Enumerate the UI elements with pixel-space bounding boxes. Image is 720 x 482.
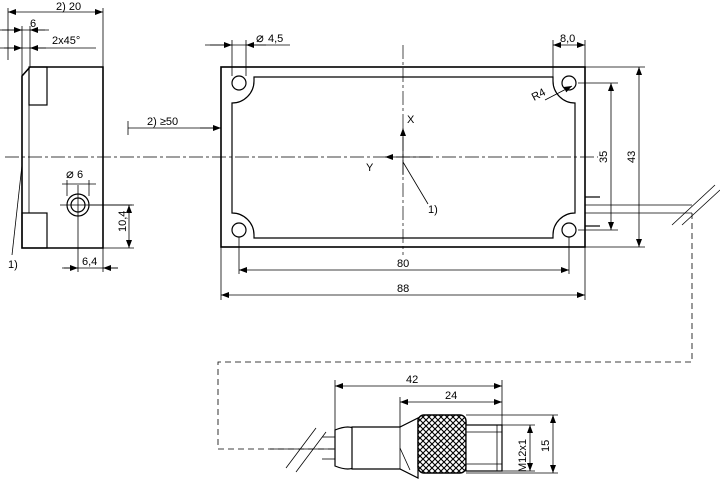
dim-r4-label: R4 xyxy=(530,86,548,103)
conn-body xyxy=(351,417,419,479)
cable-break-a xyxy=(671,184,716,226)
side-view: 2) 20 6 2x45° ⌀ 6 10,4 6,4 1) xyxy=(0,1,134,272)
dim-24-label: 24 xyxy=(445,390,457,402)
conn-knurl-bg xyxy=(417,414,467,474)
dim-8-0-label: 8,0 xyxy=(560,33,575,45)
conn-break-b xyxy=(295,431,327,473)
side-note-label: 1) xyxy=(8,259,18,271)
conn-thread xyxy=(465,424,503,472)
diameter-symbol-top: ⌀ xyxy=(256,30,264,45)
side-top-recess xyxy=(28,66,48,106)
top-body-inner xyxy=(231,76,576,239)
dim-15-label: 15 xyxy=(540,440,552,452)
conn-body-taper-b xyxy=(399,447,411,471)
cable-break-b xyxy=(681,189,720,226)
dim-6-4-label: 6,4 xyxy=(82,256,97,268)
dim-35-label: 35 xyxy=(598,151,610,163)
cable-connection-dashed xyxy=(217,213,693,450)
dim-10-4-label: 10,4 xyxy=(117,211,129,232)
top-note-leader xyxy=(402,161,429,205)
dim-42-label: 42 xyxy=(406,374,418,386)
dim-80-label: 80 xyxy=(397,258,409,270)
side-body-outline xyxy=(21,66,104,249)
dim-m12-label: M12x1 xyxy=(517,439,529,472)
top-hole-bl xyxy=(231,222,247,238)
top-hole-br xyxy=(561,222,577,238)
side-note-leader xyxy=(11,164,23,256)
dim-6-label: 6 xyxy=(30,18,36,30)
connector-view: 42 24 M12x1 15 xyxy=(270,374,558,479)
dim-r4-leader xyxy=(544,85,573,101)
top-note-label: 1) xyxy=(428,204,438,216)
side-bottom-recess xyxy=(21,212,48,249)
axis-x-label: X xyxy=(407,114,415,126)
diameter-symbol-side: ⌀ xyxy=(66,166,74,181)
conn-break-a xyxy=(285,427,317,469)
axis-y-label: Y xyxy=(366,162,374,174)
dim-chamfer-label: 2x45° xyxy=(52,35,80,47)
top-hole-tl xyxy=(231,75,247,91)
dim-20-label: 2) 20 xyxy=(56,1,81,13)
dim-50-label: 2) ≥50 xyxy=(147,116,178,128)
top-view: X Y 1) ⌀ 4,5 8,0 R4 2) ≥50 35 xyxy=(127,30,720,300)
dim-hole6-label: 6 xyxy=(77,169,83,181)
dim-4-5-label: 4,5 xyxy=(268,33,283,45)
dim-43-label: 43 xyxy=(626,151,638,163)
dim-88-label: 88 xyxy=(397,283,409,295)
